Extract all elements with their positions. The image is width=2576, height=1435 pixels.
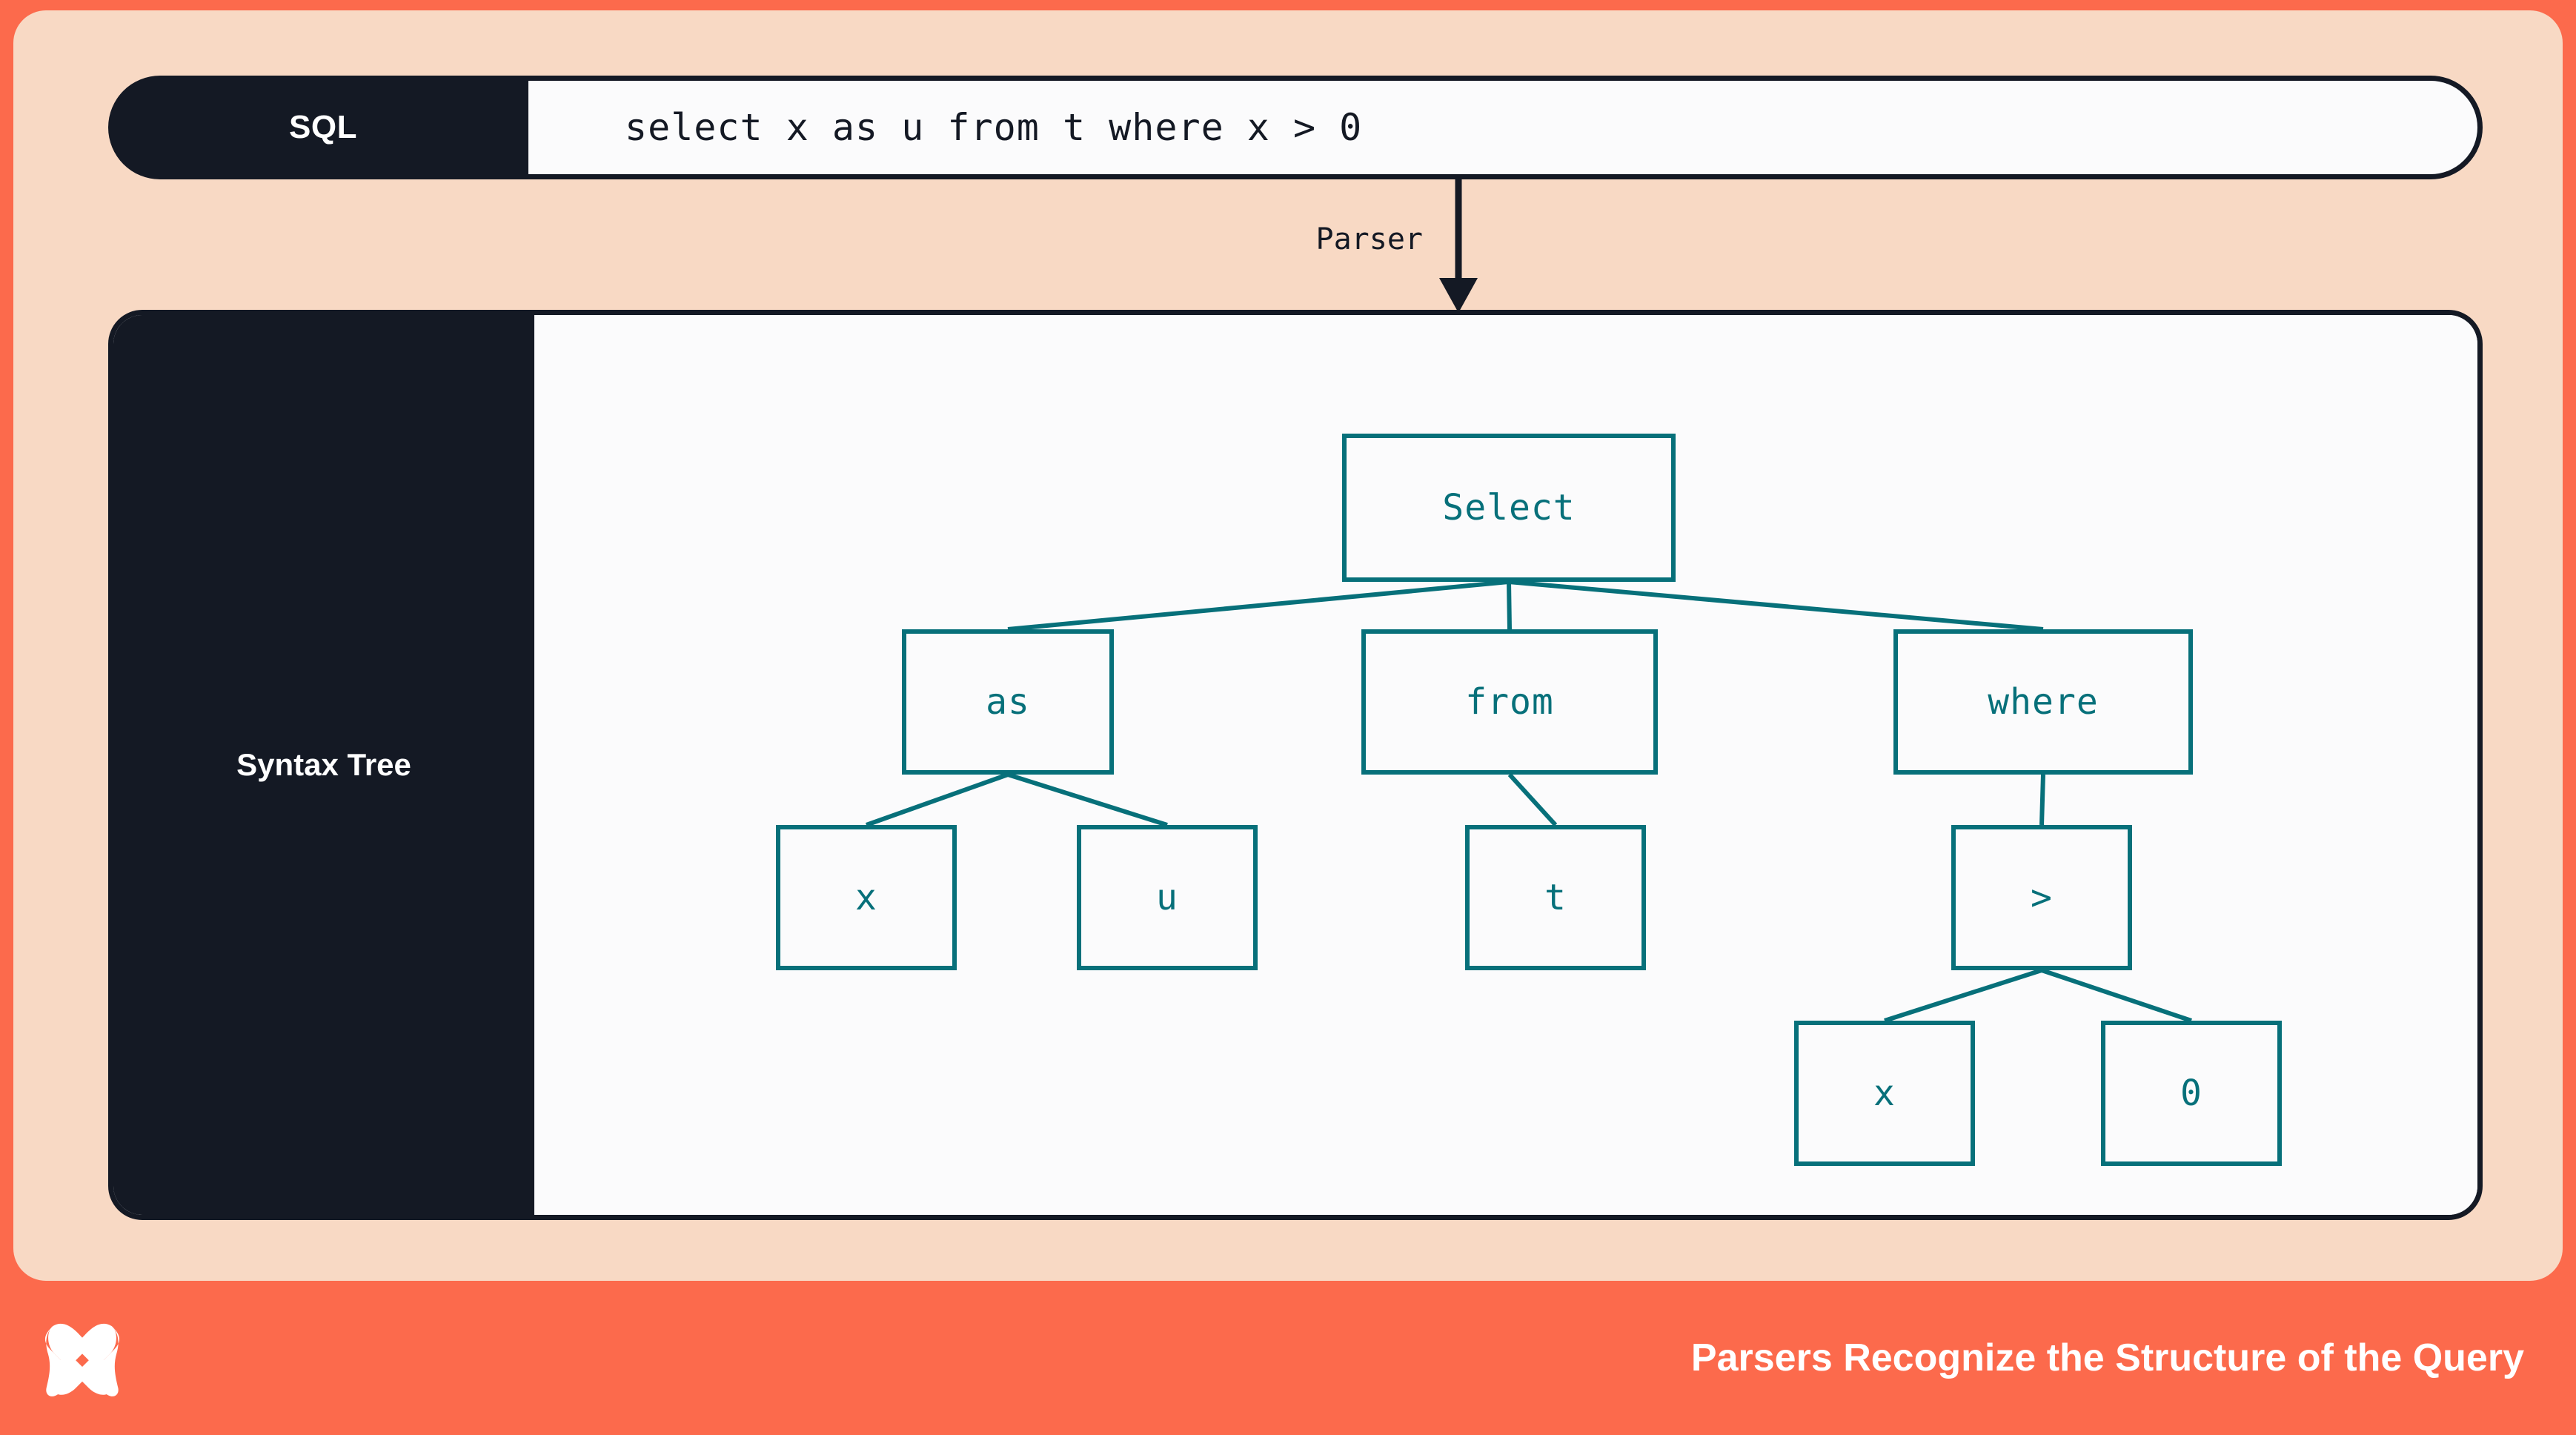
tree-node-where[interactable]: where — [1893, 629, 2193, 775]
parser-connector: Parser — [1303, 179, 1614, 313]
tree-node-gt[interactable]: > — [1951, 825, 2132, 970]
tree-node-zero[interactable]: 0 — [2101, 1021, 2282, 1166]
arrow-down-icon — [1439, 179, 1478, 313]
tree-node-select[interactable]: Select — [1342, 434, 1676, 582]
tree-node-x2[interactable]: x — [1794, 1021, 1975, 1166]
tree-node-u[interactable]: u — [1077, 825, 1258, 970]
tree-node-label: 0 — [2180, 1073, 2202, 1114]
tree-node-as[interactable]: as — [902, 629, 1114, 775]
footer-caption: Parsers Recognize the Structure of the Q… — [1690, 1336, 2524, 1379]
tree-node-label: from — [1465, 681, 1554, 723]
footer-bar: Parsers Recognize the Structure of the Q… — [0, 1281, 2576, 1435]
tree-node-label: t — [1544, 877, 1567, 918]
tree-edge — [1007, 772, 1168, 827]
tree-edge — [2039, 774, 2045, 826]
tree-node-from[interactable]: from — [1361, 629, 1658, 775]
tree-node-label: > — [2031, 877, 2053, 918]
tree-node-label: u — [1156, 877, 1178, 918]
tree-node-label: x — [855, 877, 877, 918]
tree-edge — [2041, 968, 2192, 1023]
tree-edge — [1507, 581, 1512, 630]
syntax-tree-panel: Syntax Tree Select as from where x u t > x 0 — [108, 310, 2483, 1220]
tree-edge — [1007, 580, 1510, 632]
syntax-tree-canvas: Select as from where x u t > x 0 — [534, 315, 2477, 1215]
sql-label-text: SQL — [289, 109, 357, 145]
tree-edge — [1884, 968, 2042, 1023]
tree-node-label: where — [1988, 681, 2099, 723]
tree-edge — [1507, 772, 1558, 827]
sql-label-pill: SQL — [108, 76, 538, 179]
tree-node-label: Select — [1442, 487, 1576, 528]
sql-query-field[interactable]: select x as u from t where x > 0 — [523, 76, 2483, 179]
tree-edge — [865, 772, 1009, 827]
butterfly-x-logo-icon — [44, 1323, 120, 1396]
parser-label: Parser — [1315, 222, 1424, 256]
tree-node-label: as — [986, 681, 1030, 723]
syntax-tree-sidebar-label: Syntax Tree — [236, 747, 411, 782]
tree-node-x1[interactable]: x — [776, 825, 957, 970]
sql-query-text: select x as u from t where x > 0 — [625, 106, 1363, 149]
tree-node-label: x — [1873, 1073, 1896, 1114]
syntax-tree-sidebar: Syntax Tree — [113, 315, 534, 1215]
sql-row: SQL select x as u from t where x > 0 — [108, 76, 2483, 179]
tree-edge — [1508, 580, 2044, 632]
tree-edge-layer — [865, 580, 2192, 1023]
content-card: SQL select x as u from t where x > 0 Par… — [13, 10, 2563, 1281]
tree-node-t[interactable]: t — [1465, 825, 1646, 970]
